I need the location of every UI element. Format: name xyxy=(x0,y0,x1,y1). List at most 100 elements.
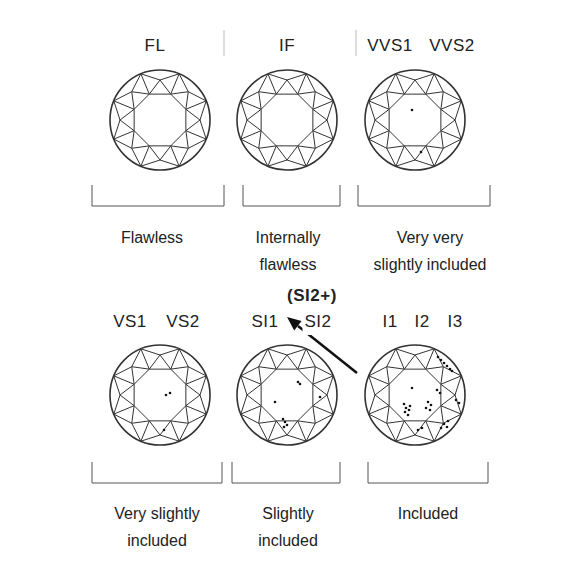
star-facet xyxy=(426,92,444,110)
kite-facet xyxy=(396,349,404,369)
inclusion-dot xyxy=(165,394,168,397)
star-facet xyxy=(132,406,150,424)
star-facet xyxy=(441,384,455,405)
table-facet xyxy=(134,94,186,146)
inclusion-dot xyxy=(284,421,287,424)
inclusion-dot xyxy=(169,392,172,395)
inclusion-dot xyxy=(405,407,408,410)
star-facet xyxy=(298,131,316,149)
girdle-facet xyxy=(369,376,375,414)
inclusion-dot xyxy=(319,396,322,399)
inclusion-dot xyxy=(447,420,450,423)
kite-facet xyxy=(298,421,306,441)
kite-facet xyxy=(298,349,306,369)
grade-code: VVS2 xyxy=(427,32,476,59)
kite-facet xyxy=(298,74,306,94)
inclusion-dot xyxy=(421,427,424,430)
bracket xyxy=(368,462,488,483)
girdle-facet xyxy=(200,101,206,139)
star-facet xyxy=(375,384,389,405)
star-facet xyxy=(120,384,134,405)
star-facet xyxy=(276,355,297,369)
inclusion-dot xyxy=(403,403,406,406)
kite-facet xyxy=(426,421,434,441)
inclusion-dot xyxy=(449,368,452,371)
girdle-facet xyxy=(114,349,141,376)
bracket xyxy=(358,185,490,206)
girdle-facet xyxy=(179,414,206,441)
kite-facet xyxy=(369,131,389,139)
girdle-outline xyxy=(110,345,210,445)
kite-facet xyxy=(268,349,276,369)
kite-facet xyxy=(268,146,276,166)
star-facet xyxy=(375,109,389,130)
grade-description: Internally flawless xyxy=(246,224,330,278)
star-facet xyxy=(132,367,150,385)
diamond-top-view xyxy=(365,345,465,445)
star-facet xyxy=(298,367,316,385)
grade-code: FL xyxy=(143,32,168,59)
girdle-facet xyxy=(369,101,375,139)
girdle-facet xyxy=(369,139,396,166)
grade-code: VS2 xyxy=(164,308,202,335)
girdle-facet xyxy=(200,376,206,414)
star-facet xyxy=(132,131,150,149)
girdle-facet xyxy=(327,376,333,414)
kite-facet xyxy=(396,74,404,94)
star-facet xyxy=(247,109,261,130)
girdle-facet xyxy=(179,74,206,101)
star-facet xyxy=(149,421,170,435)
kite-facet xyxy=(441,406,461,414)
girdle-facet xyxy=(369,74,396,101)
inclusion-dot xyxy=(439,392,442,395)
table-facet xyxy=(389,94,441,146)
kite-facet xyxy=(186,101,206,109)
girdle-facet xyxy=(396,435,434,441)
grade-description: Very very slightly included xyxy=(370,224,491,278)
girdle-facet xyxy=(241,101,247,139)
kite-facet xyxy=(141,349,149,369)
star-facet xyxy=(404,421,425,435)
girdle-facet xyxy=(434,414,461,441)
kite-facet xyxy=(426,74,434,94)
girdle-facet xyxy=(179,349,206,376)
girdle-outline xyxy=(237,345,337,445)
kite-facet xyxy=(396,421,404,441)
star-facet xyxy=(171,92,189,110)
inclusion-dot xyxy=(404,411,407,414)
star-facet xyxy=(404,355,425,369)
star-facet xyxy=(404,80,425,94)
bracket xyxy=(243,185,340,206)
girdle-facet xyxy=(434,74,461,101)
kite-facet xyxy=(241,131,261,139)
girdle-facet xyxy=(434,349,461,376)
girdle-facet xyxy=(455,376,461,414)
inclusion-dot xyxy=(446,365,449,368)
grade-code: SI2 xyxy=(302,308,333,335)
inclusion-dot xyxy=(440,427,443,430)
kite-facet xyxy=(268,74,276,94)
star-facet xyxy=(387,406,405,424)
star-facet xyxy=(120,109,134,130)
star-facet xyxy=(426,367,444,385)
kite-facet xyxy=(241,101,261,109)
girdle-facet xyxy=(306,414,333,441)
star-facet xyxy=(404,146,425,160)
kite-facet xyxy=(369,406,389,414)
kite-facet xyxy=(114,101,134,109)
girdle-facet xyxy=(141,160,179,166)
girdle-facet xyxy=(396,74,434,80)
girdle-facet xyxy=(141,349,179,355)
kite-facet xyxy=(186,131,206,139)
bracket xyxy=(92,185,224,206)
kite-facet xyxy=(369,376,389,384)
star-facet xyxy=(247,384,261,405)
girdle-outline xyxy=(365,70,465,170)
girdle-facet xyxy=(241,414,268,441)
inclusion-dot xyxy=(425,407,428,410)
girdle-facet xyxy=(369,414,396,441)
girdle-facet xyxy=(306,139,333,166)
inclusion-dot xyxy=(455,399,458,402)
girdle-facet xyxy=(114,74,141,101)
